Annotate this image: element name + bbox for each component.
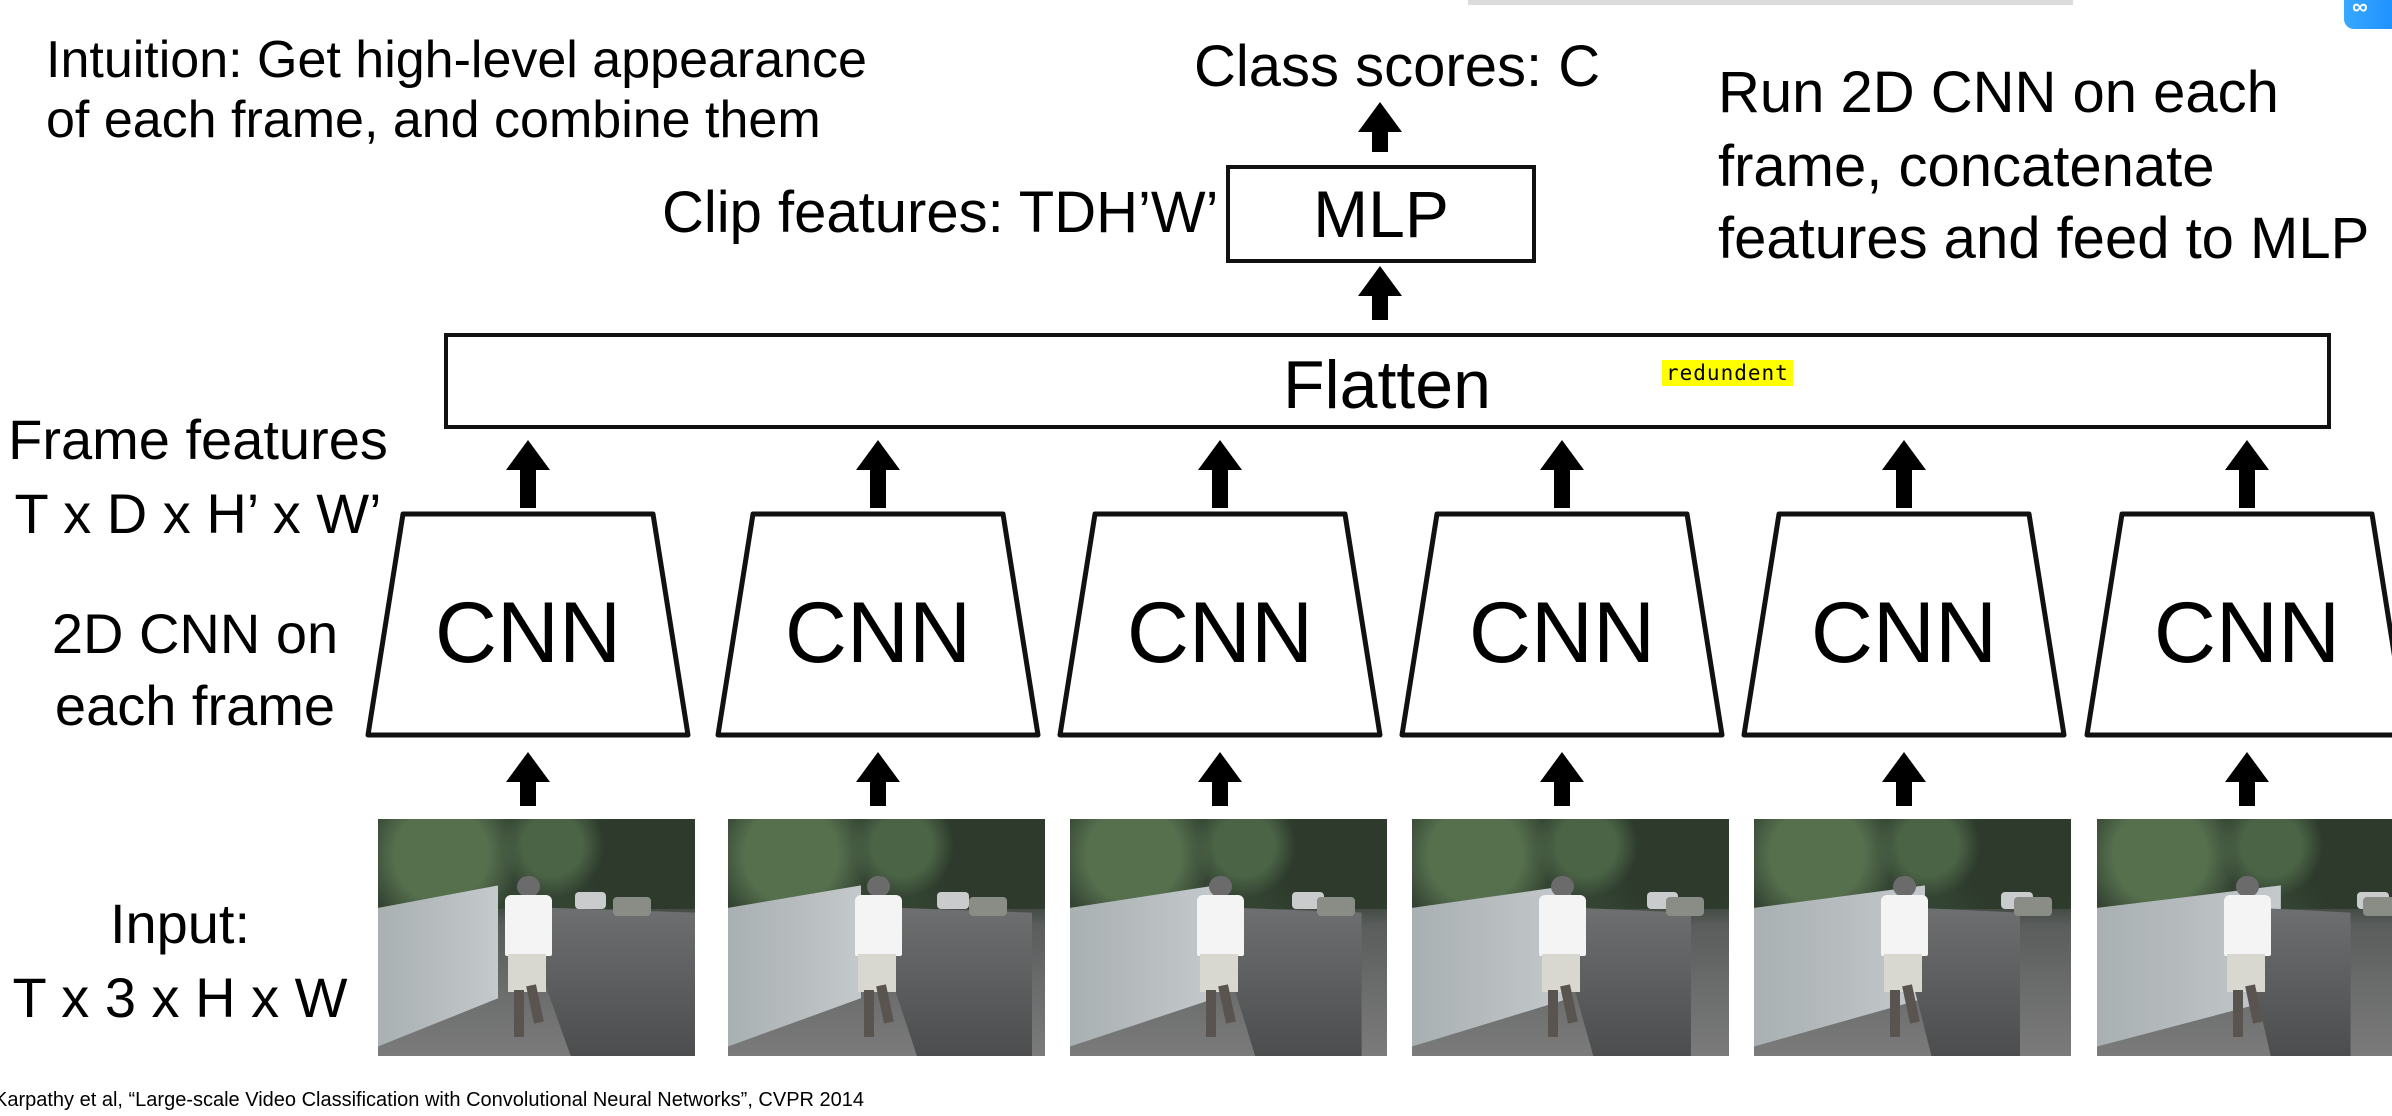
input-label-line-1: Input:	[109, 892, 251, 955]
arrow-up-icon	[506, 440, 550, 508]
arrow-up-icon	[1882, 752, 1926, 806]
arrow-up-icon	[1198, 752, 1242, 806]
app-icon: ∞	[2352, 0, 2368, 19]
cnn-label: CNN	[1468, 585, 1656, 681]
intuition-line-2: of each frame, and combine them	[46, 91, 821, 149]
cnn-block	[1741, 511, 2067, 738]
cnn-block	[2084, 511, 2392, 738]
arrow-up-icon	[1882, 440, 1926, 508]
cnn-block	[1399, 511, 1725, 738]
intuition-line-1: Intuition: Get high-level appearance	[46, 31, 867, 89]
arrow-up-icon	[2225, 440, 2269, 508]
arrow-up-icon	[1358, 266, 1402, 320]
clip-features-label: Clip features: TDH’W’	[662, 180, 1219, 245]
video-frame	[1412, 819, 1729, 1056]
cnn-label: CNN	[1810, 585, 1998, 681]
arrow-up-icon	[1540, 752, 1584, 806]
description-line-3: features and feed to MLP	[1718, 206, 2370, 271]
arrow-up-icon	[1540, 440, 1584, 508]
flatten-label: Flatten	[1283, 347, 1491, 423]
input-label-line-2: T x 3 x H x W	[12, 966, 348, 1029]
description-line-1: Run 2D CNN on each	[1718, 60, 2279, 125]
arrow-up-icon	[2225, 752, 2269, 806]
frame-features-label-line-2: T x D x H’ x W’	[14, 482, 382, 545]
description-line-2: frame, concatenate	[1718, 134, 2215, 199]
arrow-up-icon	[856, 752, 900, 806]
cnn-label: CNN	[2153, 585, 2341, 681]
arrow-up-icon	[1358, 102, 1402, 152]
flatten-box: Flatten	[444, 333, 2331, 429]
video-frame	[1070, 819, 1387, 1056]
cnn-block	[715, 511, 1041, 738]
cnn-block	[1057, 511, 1383, 738]
cnn-label: CNN	[1126, 585, 1314, 681]
arrow-up-icon	[1198, 440, 1242, 508]
arrow-up-icon	[856, 440, 900, 508]
cnn-label-line-1: 2D CNN on	[51, 602, 339, 665]
corner-app-button[interactable]: ∞	[2344, 0, 2392, 29]
video-frame	[2097, 819, 2392, 1056]
frame-features-label-line-1: Frame features	[8, 408, 388, 471]
arrow-up-icon	[506, 752, 550, 806]
cnn-block	[365, 511, 691, 738]
top-scrollbar[interactable]	[1468, 0, 2073, 5]
cnn-label: CNN	[784, 585, 972, 681]
citation: Karpathy et al, “Large-scale Video Class…	[0, 1089, 865, 1111]
video-frame	[728, 819, 1045, 1056]
cnn-label-line-2: each frame	[54, 674, 336, 737]
mlp-label: MLP	[1313, 177, 1449, 251]
mlp-box: MLP	[1226, 165, 1536, 263]
class-scores-label: Class scores: C	[1194, 34, 1601, 99]
video-frame	[1754, 819, 2071, 1056]
video-frame	[378, 819, 695, 1056]
redundant-annotation: redundent	[1662, 360, 1793, 386]
cnn-label: CNN	[434, 585, 622, 681]
